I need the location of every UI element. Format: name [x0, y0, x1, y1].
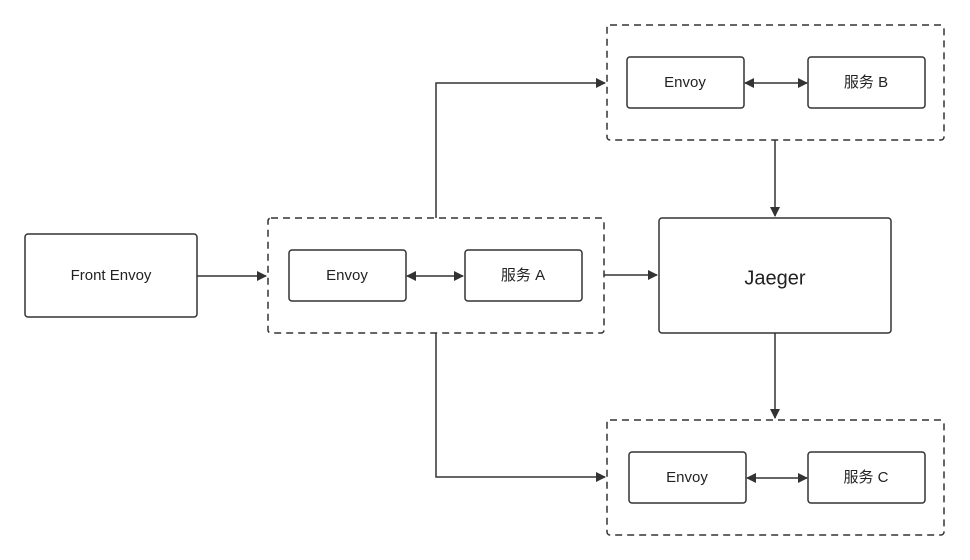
service-b-label: 服务 B [844, 74, 888, 91]
front-envoy-node: Front Envoy [24, 233, 198, 318]
jaeger-label: Jaeger [744, 267, 805, 289]
arrow-group-a-to-group-b [435, 78, 606, 218]
envoy-b-label: Envoy [664, 74, 706, 91]
envoy-b-node: Envoy [626, 56, 745, 109]
arrow-group-a-to-group-c [435, 333, 606, 482]
jaeger-node: Jaeger [658, 217, 892, 334]
envoy-c-node: Envoy [628, 451, 747, 504]
service-c-node: 服务 C [807, 451, 926, 504]
envoy-a-label: Envoy [326, 267, 368, 284]
group-c-container [606, 419, 945, 536]
service-c-label: 服务 C [843, 469, 888, 486]
service-a-label: 服务 A [501, 267, 545, 284]
service-a-node: 服务 A [464, 249, 583, 302]
service-b-node: 服务 B [807, 56, 926, 109]
envoy-c-label: Envoy [666, 469, 708, 486]
front-envoy-label: Front Envoy [71, 267, 152, 284]
envoy-a-node: Envoy [288, 249, 407, 302]
